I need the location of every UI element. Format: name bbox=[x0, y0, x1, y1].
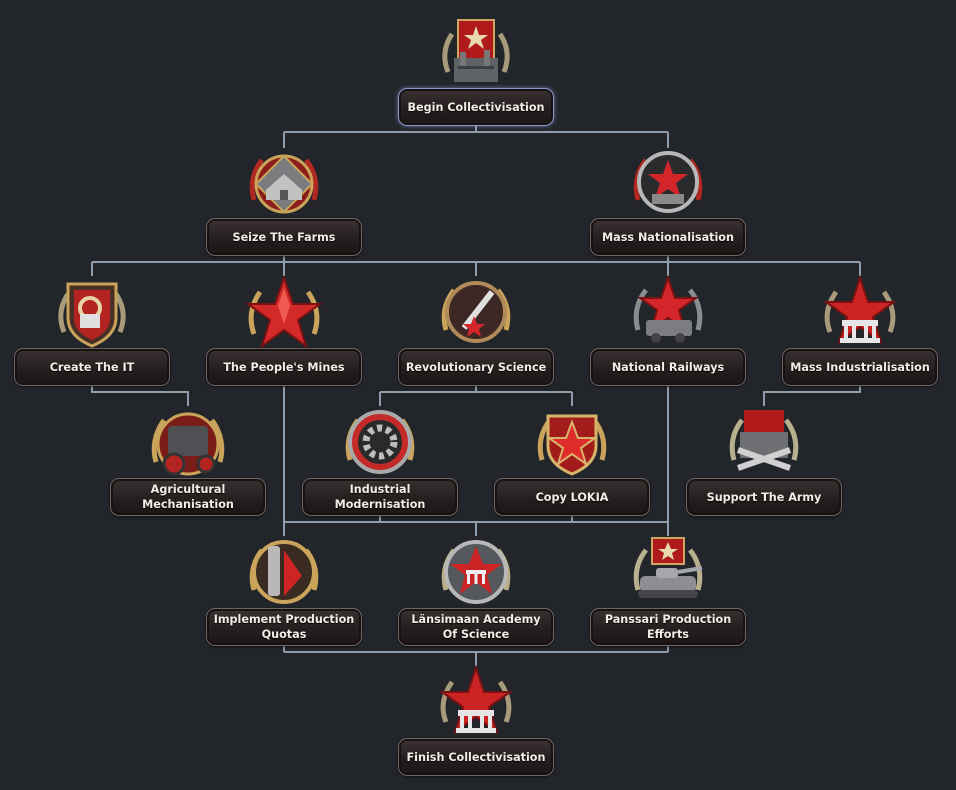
focus-plaque[interactable]: National Railways bbox=[590, 348, 746, 386]
production-chart-icon bbox=[242, 532, 326, 616]
focus-finish[interactable]: Finish Collectivisation bbox=[398, 660, 554, 776]
focus-plaque[interactable]: Support The Army bbox=[686, 478, 842, 516]
focus-label: Create The IT bbox=[49, 360, 135, 374]
focus-quotas[interactable]: Implement Production Quotas bbox=[206, 530, 362, 646]
focus-label: Copy LOKIA bbox=[535, 490, 609, 504]
focus-modern[interactable]: Industrial Modernisation bbox=[302, 400, 458, 516]
focus-plaque[interactable]: Seize The Farms bbox=[206, 218, 362, 256]
red-star-icon bbox=[242, 272, 326, 356]
tractor-icon bbox=[146, 402, 230, 486]
focus-plaque[interactable]: Panssari Production Efforts bbox=[590, 608, 746, 646]
focus-it[interactable]: Create The IT bbox=[14, 270, 170, 386]
focus-railways[interactable]: National Railways bbox=[590, 270, 746, 386]
focus-label: Support The Army bbox=[706, 490, 822, 504]
focus-label: Revolutionary Science bbox=[405, 360, 547, 374]
focus-plaque[interactable]: Implement Production Quotas bbox=[206, 608, 362, 646]
focus-plaque[interactable]: Create The IT bbox=[14, 348, 170, 386]
farm-barn-icon bbox=[242, 142, 326, 226]
focus-plaque[interactable]: Begin Collectivisation bbox=[398, 88, 554, 126]
focus-label: Begin Collectivisation bbox=[407, 100, 545, 114]
tank-flag-icon bbox=[626, 532, 710, 616]
focus-plaque[interactable]: Revolutionary Science bbox=[398, 348, 554, 386]
focus-plaque[interactable]: Industrial Modernisation bbox=[302, 478, 458, 516]
hammer-sickle-shield-icon bbox=[50, 272, 134, 356]
focus-plaque[interactable]: Länsimaan Academy Of Science bbox=[398, 608, 554, 646]
focus-agri[interactable]: Agricultural Mechanisation bbox=[110, 400, 266, 516]
focus-label: Agricultural Mechanisation bbox=[142, 483, 234, 511]
focus-label: Seize The Farms bbox=[232, 230, 336, 244]
red-star-city-icon bbox=[626, 142, 710, 226]
focus-label: The People's Mines bbox=[223, 360, 345, 374]
star-building-icon bbox=[818, 272, 902, 356]
focus-nationalisation[interactable]: Mass Nationalisation bbox=[590, 140, 746, 256]
focus-label: Panssari Production Efforts bbox=[604, 613, 732, 641]
focus-begin[interactable]: Begin Collectivisation bbox=[398, 10, 554, 126]
focus-mines[interactable]: The People's Mines bbox=[206, 270, 362, 386]
factory-cannons-icon bbox=[722, 402, 806, 486]
focus-label: Industrial Modernisation bbox=[334, 483, 426, 511]
focus-farms[interactable]: Seize The Farms bbox=[206, 140, 362, 256]
focus-plaque[interactable]: Mass Nationalisation bbox=[590, 218, 746, 256]
focus-label: Mass Industrialisation bbox=[790, 360, 930, 374]
focus-army[interactable]: Support The Army bbox=[686, 400, 842, 516]
focus-academy[interactable]: Länsimaan Academy Of Science bbox=[398, 530, 554, 646]
star-building-icon bbox=[434, 662, 518, 746]
focus-label: Mass Nationalisation bbox=[602, 230, 734, 244]
train-star-icon bbox=[626, 272, 710, 356]
focus-label: Länsimaan Academy Of Science bbox=[411, 613, 541, 641]
focus-plaque[interactable]: The People's Mines bbox=[206, 348, 362, 386]
focus-plaque[interactable]: Mass Industrialisation bbox=[782, 348, 938, 386]
academy-star-icon bbox=[434, 532, 518, 616]
factory-star-icon bbox=[434, 12, 518, 96]
focus-plaque[interactable]: Copy LOKIA bbox=[494, 478, 650, 516]
focus-label: National Railways bbox=[611, 360, 725, 374]
focus-plaque[interactable]: Agricultural Mechanisation bbox=[110, 478, 266, 516]
focus-science[interactable]: Revolutionary Science bbox=[398, 270, 554, 386]
focus-panssari[interactable]: Panssari Production Efforts bbox=[590, 530, 746, 646]
focus-label: Implement Production Quotas bbox=[213, 613, 355, 641]
star-badge-icon bbox=[530, 402, 614, 486]
focus-lokia[interactable]: Copy LOKIA bbox=[494, 400, 650, 516]
rocket-star-icon bbox=[434, 272, 518, 356]
focus-label: Finish Collectivisation bbox=[406, 750, 546, 764]
focus-industrialisation[interactable]: Mass Industrialisation bbox=[782, 270, 938, 386]
focus-plaque[interactable]: Finish Collectivisation bbox=[398, 738, 554, 776]
gear-icon bbox=[338, 402, 422, 486]
